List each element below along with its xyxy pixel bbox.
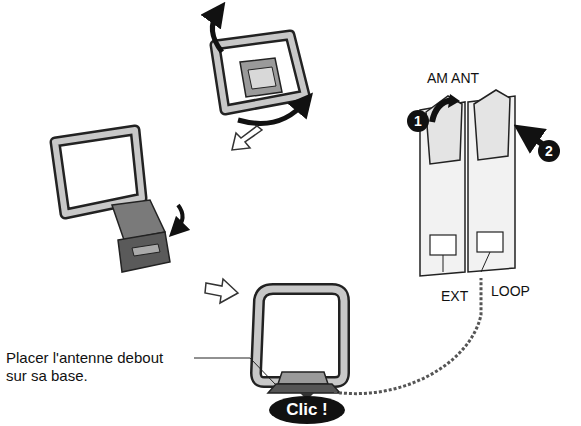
terminal-label: LOOP [491, 283, 530, 300]
antenna-wire [334, 278, 481, 394]
terminal-block [420, 90, 545, 276]
click-bubble: Clic ! [269, 396, 345, 424]
callout-number-text: 2 [545, 143, 553, 159]
step-arrow [205, 279, 238, 303]
callout-number: 1 [407, 110, 429, 132]
callout-number-text: 1 [414, 113, 422, 129]
note-text: Placer l'antenne debout sur sa base. [6, 349, 188, 385]
terminal-label: AM ANT [427, 70, 479, 87]
terminal-label: EXT [441, 288, 468, 305]
unfolding-antenna [55, 130, 183, 272]
step-arrow [232, 126, 262, 150]
callout-number: 2 [538, 140, 560, 162]
upright-antenna [256, 289, 344, 400]
click-bubble-text: Clic ! [286, 400, 328, 420]
folded-antenna [212, 12, 305, 123]
leader-line [194, 358, 276, 385]
